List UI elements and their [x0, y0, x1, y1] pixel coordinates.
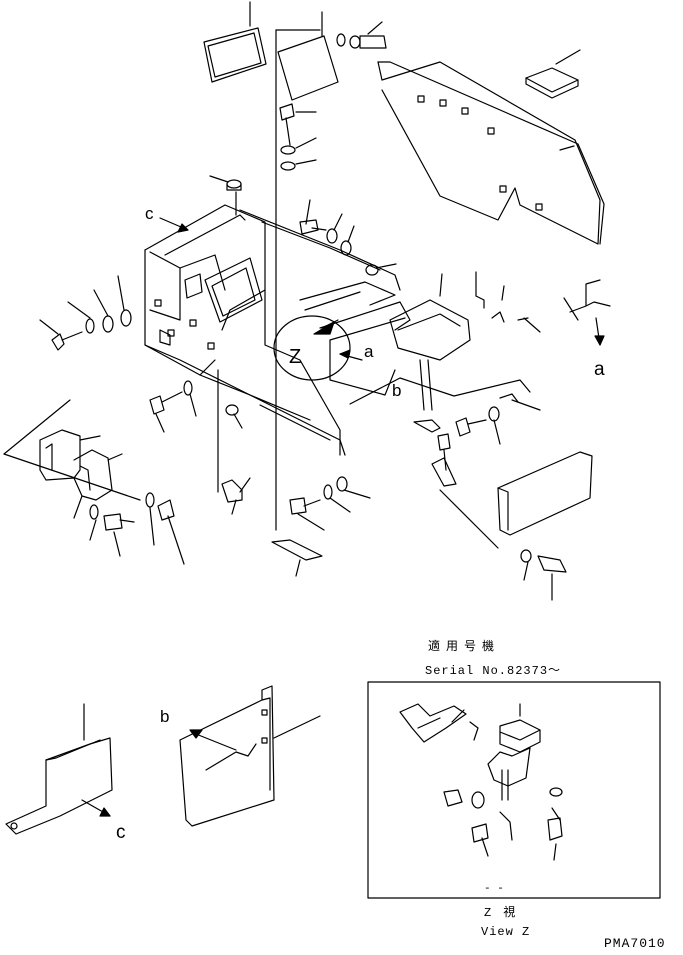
cover-plate-right [440, 452, 592, 600]
inset-frame [368, 682, 660, 898]
view-z-jp: Z 視 [484, 906, 516, 920]
inset-dashes: - - [484, 883, 504, 895]
bolt-mid-left [150, 370, 242, 492]
step-bracket-right [350, 274, 530, 410]
bolt-lower-left [90, 493, 184, 564]
label-a-right: a [594, 359, 605, 380]
bracket-view-a [564, 280, 610, 345]
window-glass-right [276, 12, 338, 530]
clip-bracket [222, 478, 250, 514]
window-glass-left [204, 2, 266, 82]
label-a-callout: a [364, 342, 374, 361]
bolt-lower-mid [290, 477, 370, 530]
label-c-top: c [145, 204, 154, 223]
arrow-a-frame [340, 350, 362, 360]
label-b-callout: b [392, 381, 402, 400]
bolt-left [40, 276, 131, 350]
label-b-detail: b [160, 707, 170, 726]
bolt-right [414, 394, 540, 486]
main-frame [145, 205, 410, 455]
detail-bracket-b [180, 686, 320, 826]
view-z-en: View Z [481, 925, 531, 939]
serial-number: Serial No.82373～ [425, 664, 562, 678]
bolt-top [337, 22, 386, 48]
strip-bottom [272, 540, 322, 576]
rear-cover-panel [378, 62, 604, 244]
view-z-marker [274, 316, 350, 380]
label-z-view: Z [289, 346, 302, 368]
bracket-lower-left [4, 400, 140, 518]
bolt-upper [280, 104, 316, 170]
cap-plug [210, 176, 241, 215]
applicable-title: 適用号機 [428, 640, 501, 654]
clip-small-right [476, 272, 540, 332]
bolt-mid [300, 200, 396, 275]
name-plate [526, 50, 580, 98]
inset-parts [400, 704, 562, 860]
label-c-detail: c [116, 822, 126, 843]
arrow-c-top [160, 218, 188, 232]
drawing-code: PMA7010 [604, 936, 666, 951]
detail-bracket-c [6, 704, 112, 834]
